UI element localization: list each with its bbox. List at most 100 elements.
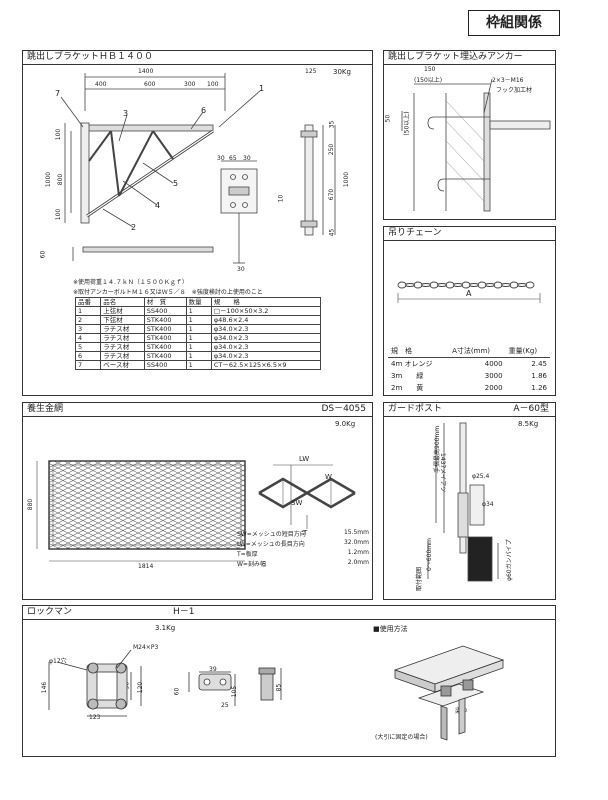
- cell: □－100×50×3.2: [210, 306, 322, 316]
- parts-table-header: 品番 品名 材 質 数量 規 格: [74, 297, 322, 307]
- lockman-note: (大引に固定の場合): [375, 734, 428, 741]
- lockman-d123: 123: [89, 714, 101, 721]
- bracket-title: 跳出しブラケットＨＢ１４００: [27, 52, 154, 62]
- cell: 6: [74, 351, 102, 361]
- cell: 1.86: [531, 372, 547, 380]
- cell: φ34.0×2.3: [210, 333, 322, 343]
- cell: 1: [185, 306, 212, 316]
- callout-2: 2: [131, 223, 137, 232]
- cell: STK400: [143, 324, 187, 334]
- guard-label-3: φ34: [482, 501, 494, 508]
- cell: 1.26: [531, 384, 547, 392]
- chain-link: [421, 283, 431, 287]
- guard-label-4: 0～600mm: [426, 538, 433, 571]
- chain-title-bar: 吊りチェーン: [384, 227, 555, 241]
- cell: STK400: [143, 333, 187, 343]
- cell: STK400: [143, 342, 187, 352]
- guard-label-5: φ60ガンパイプ: [506, 539, 513, 581]
- cell: STK400: [143, 351, 187, 361]
- dim-600: 600: [144, 81, 156, 88]
- cell: 1: [185, 342, 212, 352]
- callout-1: 1: [259, 84, 265, 93]
- lockman-d25: 25: [221, 702, 229, 709]
- cell: SS400: [143, 306, 187, 316]
- parts-header-cell: 品名: [100, 297, 145, 307]
- dim-65: 65: [229, 155, 237, 162]
- parts-header-cell: 規 格: [210, 297, 322, 307]
- chain-drawing: [397, 281, 541, 303]
- guard-title: ガードポスト: [388, 404, 443, 414]
- cell: 3: [74, 324, 102, 334]
- mesh-spec-value: 15.5mm: [343, 529, 369, 536]
- cell: 上弦材: [100, 306, 145, 316]
- cell: 1: [185, 333, 212, 343]
- lockman-title: ロックマン: [27, 607, 73, 617]
- cell: 7: [74, 360, 102, 370]
- lockman-phi: φ17穴: [49, 658, 67, 665]
- chain-link: [509, 281, 519, 289]
- cell: ラチス材: [100, 342, 145, 352]
- callout-7: 7: [55, 89, 61, 98]
- mesh-panel: 養生金網 DS－4055 9.0Kg 880 1814 LW SW W T SW…: [22, 402, 373, 600]
- mesh-spec-label: LW=メッシュの長目方向: [237, 541, 305, 548]
- guard-drawing: [427, 422, 499, 582]
- cell: ラチス材: [100, 324, 145, 334]
- anchor-title-bar: 跳出しブラケット埋込みアンカー: [384, 51, 555, 65]
- mesh-drawing: [36, 460, 356, 562]
- dim-400: 400: [95, 81, 107, 88]
- cell: φ48.6×2.4: [210, 315, 322, 325]
- mesh-sw: SW: [291, 499, 303, 507]
- cell: 下弦材: [100, 315, 145, 325]
- mesh-title-bar: 養生金網 DS－4055: [23, 403, 372, 417]
- cell: 2000: [484, 384, 503, 392]
- guard-model: A－60型: [513, 404, 549, 414]
- lockman-usage: ■使用方法: [373, 625, 408, 633]
- cell: φ34.0×2.3: [210, 351, 322, 361]
- cell: φ34.0×2.3: [210, 342, 322, 352]
- callout-5: 5: [173, 179, 179, 188]
- callout-3: 3: [123, 109, 129, 118]
- dim-1400: 1400: [138, 68, 154, 75]
- cell: 1: [185, 315, 212, 325]
- mesh-title: 養生金網: [27, 404, 64, 414]
- cell: 1: [185, 351, 212, 361]
- chain-dim-a: A: [466, 289, 472, 298]
- guard-label-2: φ25.4: [472, 473, 490, 480]
- lockman-panel: ロックマン H－1 3.1Kg ■使用方法 φ17穴 M24×P3 146 50…: [22, 605, 556, 757]
- bracket-drawing: [60, 73, 336, 264]
- mesh-w: W: [325, 473, 332, 481]
- chain-link: [517, 283, 527, 287]
- page-header-title: 枠組関係: [468, 10, 560, 36]
- mesh-spec-value: 1.2mm: [347, 549, 369, 556]
- chain-link: [397, 281, 407, 289]
- cell: 5: [74, 342, 102, 352]
- cell: 1: [185, 324, 212, 334]
- dim-30a: 30: [217, 155, 225, 162]
- cell: 3m 緑: [391, 372, 424, 380]
- chain-link: [501, 283, 511, 287]
- cell: 4000: [484, 360, 503, 368]
- lockman-model: H－1: [173, 607, 195, 617]
- cell: 4m オレンジ: [391, 360, 433, 368]
- chain-link: [453, 283, 463, 287]
- chain-link: [525, 281, 535, 289]
- cell: 1: [74, 306, 102, 316]
- guard-weight: 8.5Kg: [518, 420, 539, 428]
- mesh-lw: LW: [299, 455, 310, 463]
- mesh-weight: 9.0Kg: [335, 420, 356, 428]
- anchor-bolt-label: 2×3－M16: [492, 77, 524, 84]
- chain-link: [413, 281, 423, 289]
